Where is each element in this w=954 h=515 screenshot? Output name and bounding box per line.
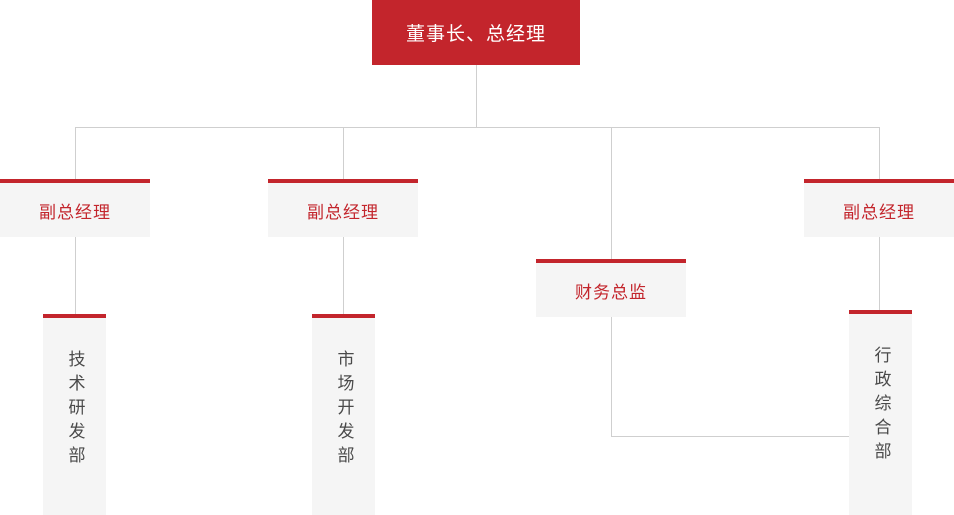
node-market-development-department-label: 市场开发部 <box>334 350 354 470</box>
connector-drop-vgm-3 <box>879 127 880 179</box>
connector-drop-vgm-2 <box>343 127 344 179</box>
connector-drop-vgm-1 <box>75 127 76 179</box>
node-deputy-general-manager-2-label: 副总经理 <box>307 202 379 222</box>
node-finance-director[interactable]: 财务总监 <box>536 259 686 317</box>
connector-cfo-elbow-down <box>611 317 612 436</box>
node-deputy-general-manager-2[interactable]: 副总经理 <box>268 179 418 237</box>
node-chairman-label: 董事长、总经理 <box>405 24 546 45</box>
node-finance-director-label: 财务总监 <box>575 282 647 302</box>
node-deputy-general-manager-1-label: 副总经理 <box>39 202 111 222</box>
node-market-development-department[interactable]: 市场开发部 <box>312 314 375 515</box>
connector-level2-bus <box>75 127 880 128</box>
node-deputy-general-manager-3[interactable]: 副总经理 <box>804 179 954 237</box>
connector-vgm3-to-dept3 <box>879 237 880 311</box>
node-administration-department[interactable]: 行政综合部 <box>849 310 912 515</box>
connector-vgm1-to-dept1 <box>75 237 76 315</box>
connector-chairman-stem <box>476 65 477 127</box>
connector-vgm2-to-dept2 <box>343 237 344 315</box>
node-chairman-general-manager[interactable]: 董事长、总经理 <box>372 0 580 65</box>
node-administration-department-label: 行政综合部 <box>871 346 891 466</box>
node-technology-rd-department[interactable]: 技术研发部 <box>43 314 106 515</box>
connector-cfo-elbow-across <box>611 436 849 437</box>
node-technology-rd-department-label: 技术研发部 <box>65 350 85 470</box>
connector-drop-cfo <box>611 127 612 259</box>
node-deputy-general-manager-1[interactable]: 副总经理 <box>0 179 150 237</box>
node-deputy-general-manager-3-label: 副总经理 <box>843 202 915 222</box>
